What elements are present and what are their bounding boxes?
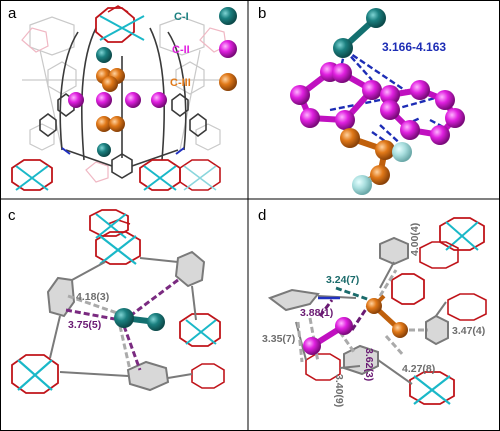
panel-b-c-i [333,8,386,58]
panel-a-bottom-clusters [11,159,221,191]
panel-a-framework-faint [22,16,228,151]
legend-swatch-c-i [219,7,237,25]
panel-c-phenyl-rings [46,250,206,392]
panel-d: d [258,207,487,407]
legend-label-c-ii: C-II [172,44,190,56]
panel-d-distance-1: 3.24(7) [326,274,359,286]
panel-c-framework [11,209,225,394]
panel-a: a [8,5,237,191]
legend-swatch-c-ii [219,40,237,58]
panel-a-top-cluster [95,5,145,43]
panel-a-cage [39,27,207,179]
panel-b-distance-range: 3.166-4.163 [382,40,446,54]
panel-d-distance-3: 3.88(1) [300,307,333,319]
panel-d-distance-7: 4.27(8) [402,363,435,375]
legend-item-c-iii: C-III [170,73,237,91]
legend-item-c-ii: C-II [172,40,237,58]
panel-d-framework [305,217,487,405]
panel-d-c-iii [366,294,408,338]
legend-item-c-i: C-I [174,7,237,25]
panel-d-distance-6: 3.40(9) [333,374,345,407]
panel-d-c-ii [303,317,353,355]
panel-d-distance-5: 3.62(3) [363,348,375,381]
panel-d-label: d [258,207,266,224]
panel-c: c [8,207,225,394]
panel-d-distance-4: 3.35(7) [262,333,295,345]
panel-c-distance-2: 3.75(5) [68,319,101,331]
panel-a-label: a [8,5,17,22]
panel-c-distance-1: 4.18(3) [76,291,109,303]
panel-d-distance-8: 3.47(4) [452,325,485,337]
legend-label-c-i: C-I [174,11,189,23]
panel-b-label: b [258,5,266,22]
panel-d-phenyl-rings [267,236,449,376]
panel-b-bonds [296,69,459,139]
legend-swatch-c-iii [219,73,237,91]
panel-b-c-iii [340,128,412,195]
panel-b-magenta-spheres [290,62,465,145]
panel-c-c-i [114,308,165,331]
panel-a-legend: C-I C-II C-III [170,7,237,91]
panel-b: b [258,5,465,195]
panel-c-contacts [65,278,179,371]
panel-c-label: c [8,207,16,224]
panel-d-distance-2: 4.00(4) [409,223,421,256]
legend-label-c-iii: C-III [170,77,191,89]
panel-a-spheres [68,47,167,157]
